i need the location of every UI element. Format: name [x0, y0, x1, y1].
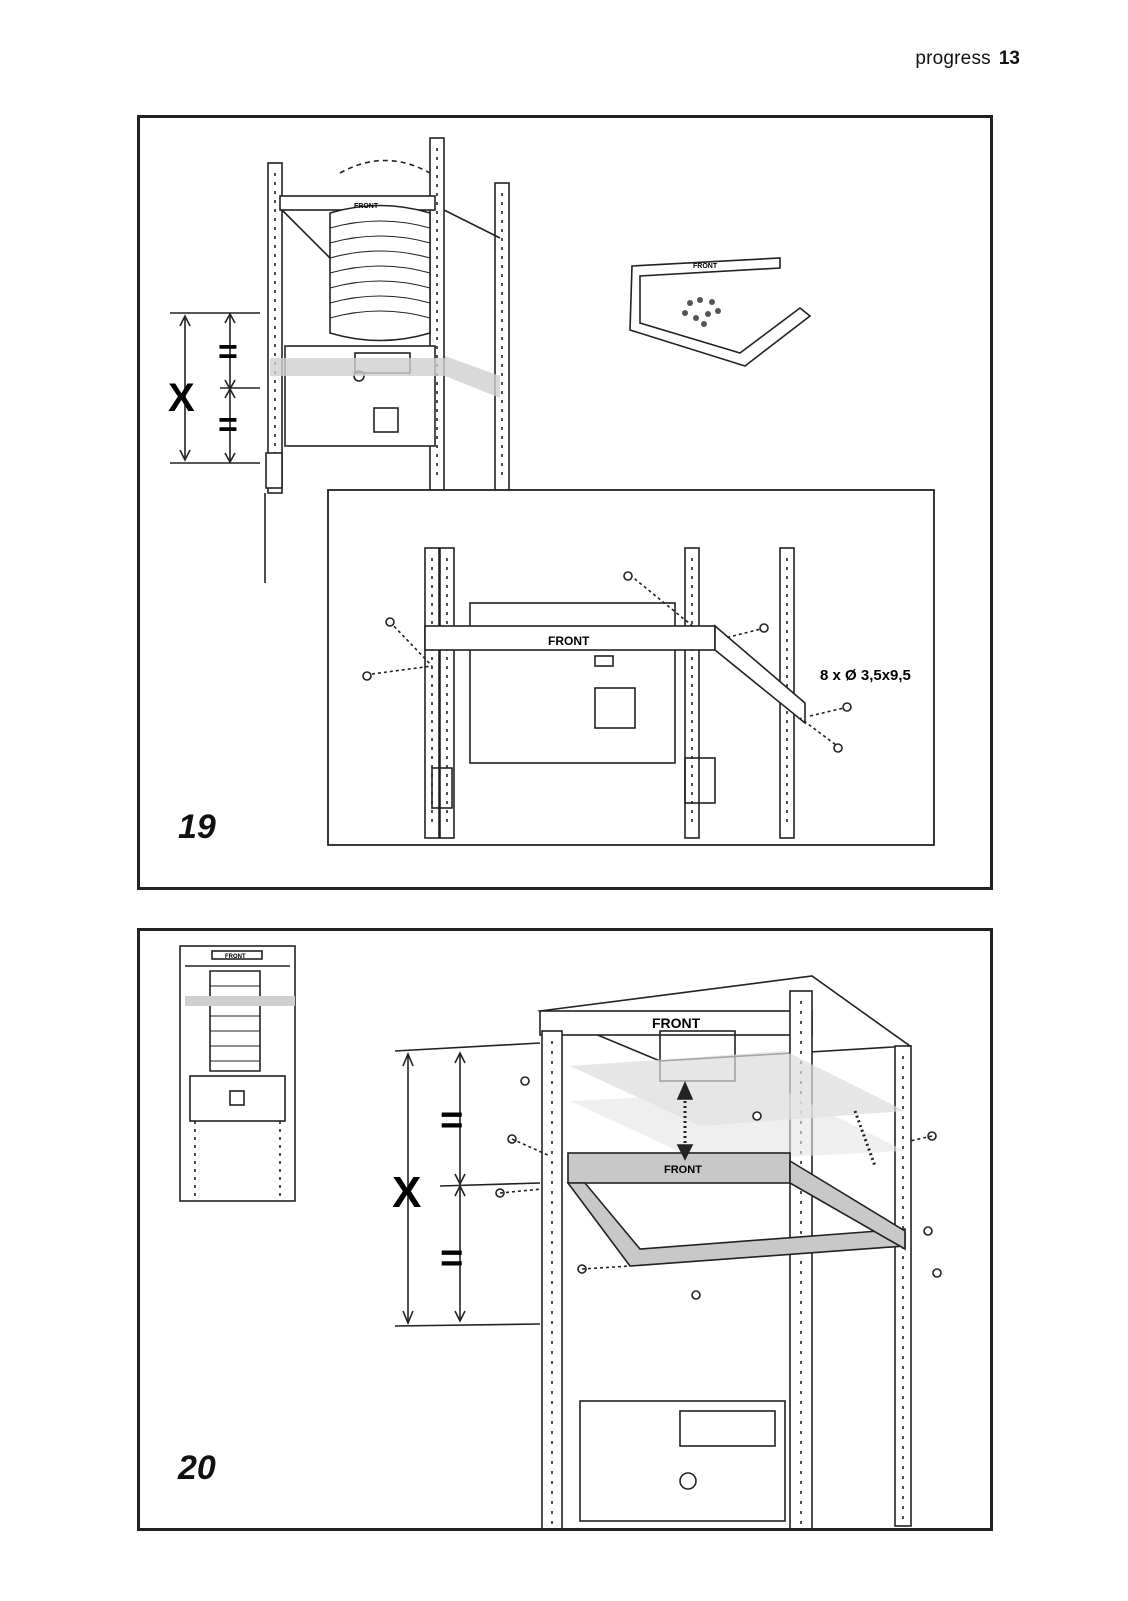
- fig19-front-label: FRONT: [354, 203, 379, 210]
- screw-spec: 8 x Ø 3,5x9,5: [820, 667, 911, 684]
- figure-20-number: 20: [178, 1449, 216, 1487]
- figure-19-number: 19: [178, 808, 216, 846]
- figure-20-illustration: X = = FRONT FRONT FRONT: [179, 945, 942, 1528]
- fig19-bracket-front-label: FRONT: [693, 263, 718, 270]
- fig20-equal-top: =: [440, 1098, 463, 1142]
- figure-19-illustration: X = = FRONT FRONT FRONT 8 x Ø 3,5x9,5: [168, 137, 935, 846]
- fig19-equal-top: =: [218, 333, 238, 371]
- brand-name: progress: [915, 48, 991, 69]
- fig20-overview-front-label: FRONT: [225, 954, 246, 960]
- fig19-equal-bottom: =: [218, 406, 238, 444]
- fig19-inset-front-label: FRONT: [548, 634, 590, 648]
- fig20-x-label: X: [392, 1168, 421, 1217]
- page-number: 13: [998, 48, 1020, 69]
- fig20-bracket-front-label: FRONT: [664, 1164, 702, 1176]
- figure-19-panel: X = = FRONT FRONT FRONT 8 x Ø 3,5x9,5 19: [137, 115, 993, 890]
- page-header: progress 13: [915, 48, 1020, 70]
- figure-20-panel: X = = FRONT FRONT FRONT 20: [137, 928, 993, 1531]
- fig19-x-label: X: [168, 376, 195, 420]
- fig20-top-front-label: FRONT: [652, 1015, 701, 1031]
- fig20-equal-bottom: =: [440, 1236, 463, 1280]
